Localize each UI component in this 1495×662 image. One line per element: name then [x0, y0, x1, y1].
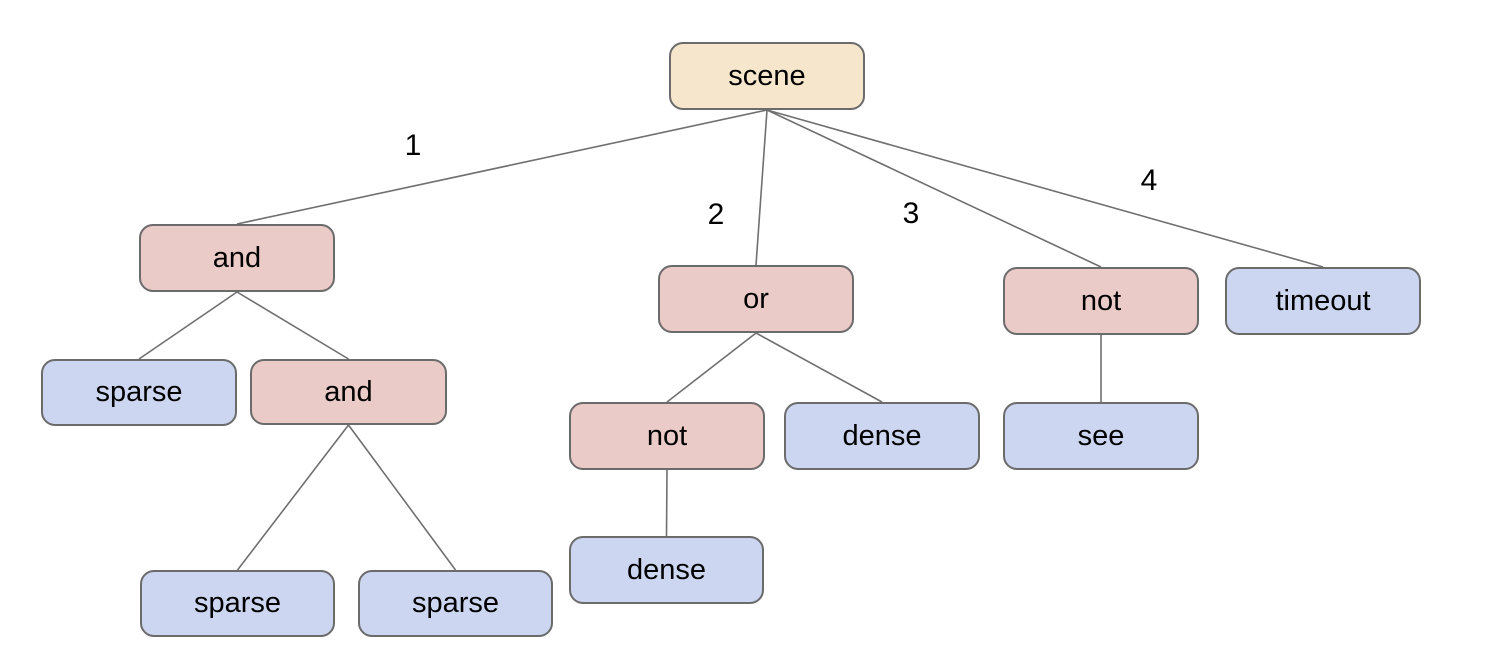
- tree-node-or1: or: [658, 265, 854, 333]
- tree-node-sparse2: sparse: [140, 570, 335, 637]
- edge-and1-sparse1: [138, 291, 238, 360]
- tree-node-and2: and: [250, 359, 447, 425]
- edge-label-1: 1: [404, 129, 422, 162]
- edge-label-4: 4: [1140, 164, 1158, 197]
- edge-label-3: 3: [902, 197, 920, 230]
- edge-scene-and1: [236, 109, 768, 225]
- edge-or1-dense1: [755, 332, 883, 403]
- edge-scene-not1: [766, 109, 1102, 268]
- tree-node-sparse1: sparse: [41, 359, 237, 426]
- edge-label-2: 2: [707, 198, 725, 231]
- edge-scene-or1: [755, 109, 768, 266]
- tree-node-dense2: dense: [569, 536, 764, 604]
- tree-node-and1: and: [139, 224, 335, 292]
- tree-node-timeout: timeout: [1225, 267, 1421, 335]
- tree-node-not2: not: [569, 402, 765, 470]
- edge-not2-dense2: [665, 469, 668, 537]
- edge-and2-sparse2: [236, 424, 350, 571]
- tree-node-dense1: dense: [784, 402, 980, 470]
- edge-and2-sparse3: [347, 424, 457, 571]
- tree-node-scene: scene: [669, 42, 865, 110]
- tree-node-not1: not: [1003, 267, 1199, 335]
- tree-node-see: see: [1003, 402, 1199, 470]
- tree-node-sparse3: sparse: [358, 570, 553, 637]
- edge-and1-and2: [236, 291, 349, 360]
- edge-scene-timeout: [766, 109, 1324, 268]
- edge-or1-not2: [666, 332, 757, 403]
